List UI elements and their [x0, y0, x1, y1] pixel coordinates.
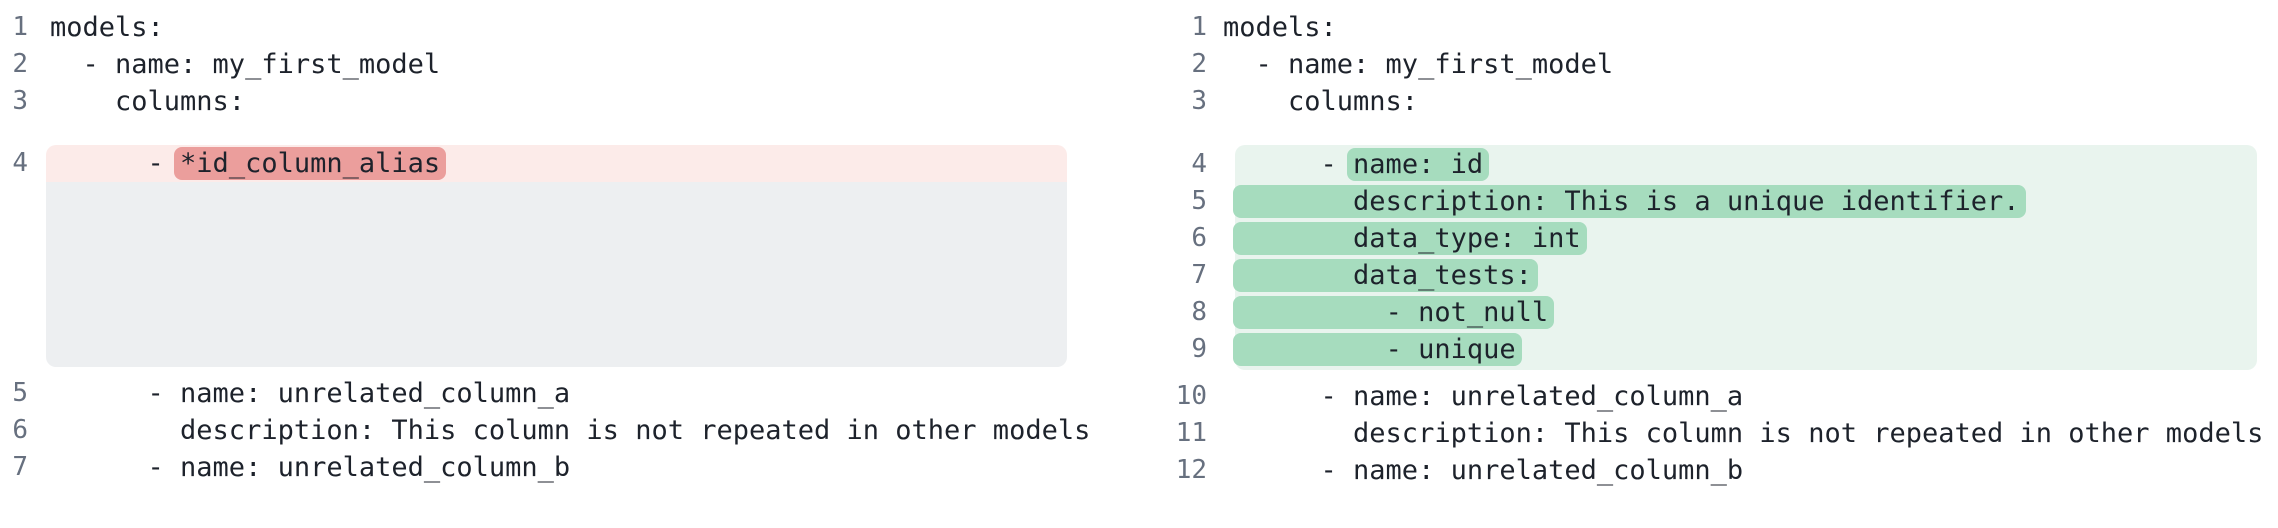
- code-line: 2 - name: my_first_model: [1139, 46, 2278, 83]
- line-number: 7: [12, 452, 28, 482]
- code-line-added: 6 data_type: int: [1139, 220, 2257, 257]
- line-number: 9: [1191, 334, 1207, 364]
- removed-line-background: 4 - *id_column_alias: [12, 145, 1067, 182]
- line-number: 4: [1191, 149, 1207, 179]
- code-text: - name: unrelated_column_b: [50, 452, 571, 483]
- code-line: 10 - name: unrelated_column_a: [1139, 378, 2278, 415]
- removed-word-highlight: *id_column_alias: [174, 147, 447, 180]
- line-number: 5: [1191, 186, 1207, 216]
- added-change-block: 4 - name: id 5 description: This is a un…: [1191, 145, 2257, 370]
- line-number: 2: [12, 49, 28, 79]
- empty-diff-filler: [46, 182, 1067, 367]
- code-text: description: This column is not repeated…: [50, 415, 1091, 446]
- code-line-removed: 4 - *id_column_alias: [0, 145, 1067, 182]
- code-line: 3 columns:: [0, 83, 1139, 120]
- code-line-added: 7 data_tests:: [1139, 257, 2257, 294]
- code-line: 1 models:: [1139, 9, 2278, 46]
- line-number: 5: [12, 378, 28, 408]
- code-segment: -: [1223, 149, 1354, 180]
- added-word-highlight: - not_null: [1233, 296, 1555, 329]
- code-line: 6 description: This column is not repeat…: [0, 412, 1139, 449]
- code-text: - not_null: [1223, 294, 1555, 331]
- line-number: 2: [1191, 49, 1207, 79]
- diff-panel-before: 1 models: 2 - name: my_first_model 3 col…: [0, 0, 1139, 489]
- code-segment: -: [50, 148, 181, 179]
- code-text: - name: my_first_model: [50, 49, 441, 80]
- line-number: 1: [1191, 12, 1207, 42]
- code-text: description: This column is not repeated…: [1223, 418, 2264, 449]
- line-number: 6: [1191, 223, 1207, 253]
- code-text: - name: unrelated_column_b: [1223, 455, 1744, 486]
- code-line: 1 models:: [0, 9, 1139, 46]
- added-word-highlight: - unique: [1233, 333, 1522, 366]
- line-number: 4: [12, 148, 28, 178]
- line-number: 7: [1191, 260, 1207, 290]
- line-number: 6: [12, 415, 28, 445]
- code-text: description: This is a unique identifier…: [1223, 183, 2026, 220]
- code-text: - name: unrelated_column_a: [50, 378, 571, 409]
- code-line-added: 8 - not_null: [1139, 294, 2257, 331]
- code-text: - unique: [1223, 331, 1522, 368]
- code-text: - *id_column_alias: [50, 145, 447, 182]
- code-text: columns:: [50, 86, 246, 117]
- code-line: 5 - name: unrelated_column_a: [0, 375, 1139, 412]
- removed-change-block: 4 - *id_column_alias: [12, 145, 1067, 367]
- code-text: models:: [50, 12, 164, 43]
- added-word-highlight: description: This is a unique identifier…: [1233, 185, 2026, 218]
- code-line: 11 description: This column is not repea…: [1139, 415, 2278, 452]
- code-line-added: 5 description: This is a unique identifi…: [1139, 183, 2257, 220]
- split-diff-view: 1 models: 2 - name: my_first_model 3 col…: [0, 0, 2278, 489]
- line-number: 3: [1191, 86, 1207, 116]
- diff-panel-after: 1 models: 2 - name: my_first_model 3 col…: [1139, 0, 2278, 489]
- added-word-highlight: data_tests:: [1233, 259, 1538, 292]
- code-text: columns:: [1223, 86, 1419, 117]
- code-text: models:: [1223, 12, 1337, 43]
- code-line: 12 - name: unrelated_column_b: [1139, 452, 2278, 489]
- code-text: data_tests:: [1223, 257, 1538, 294]
- code-line: 3 columns:: [1139, 83, 2278, 120]
- code-text: data_type: int: [1223, 220, 1587, 257]
- line-number: 10: [1175, 381, 1207, 411]
- code-line: 7 - name: unrelated_column_b: [0, 449, 1139, 486]
- code-text: - name: id: [1223, 146, 1490, 183]
- line-number: 1: [12, 12, 28, 42]
- line-number: 8: [1191, 297, 1207, 327]
- added-word-highlight: data_type: int: [1233, 222, 1587, 255]
- added-word-highlight: name: id: [1347, 148, 1490, 181]
- line-number: 3: [12, 86, 28, 116]
- line-number: 11: [1175, 418, 1207, 448]
- code-line-added: 4 - name: id: [1139, 146, 2257, 183]
- code-line: 2 - name: my_first_model: [0, 46, 1139, 83]
- code-text: - name: my_first_model: [1223, 49, 1614, 80]
- code-text: - name: unrelated_column_a: [1223, 381, 1744, 412]
- line-number: 12: [1175, 455, 1207, 485]
- code-line-added: 9 - unique: [1139, 331, 2257, 368]
